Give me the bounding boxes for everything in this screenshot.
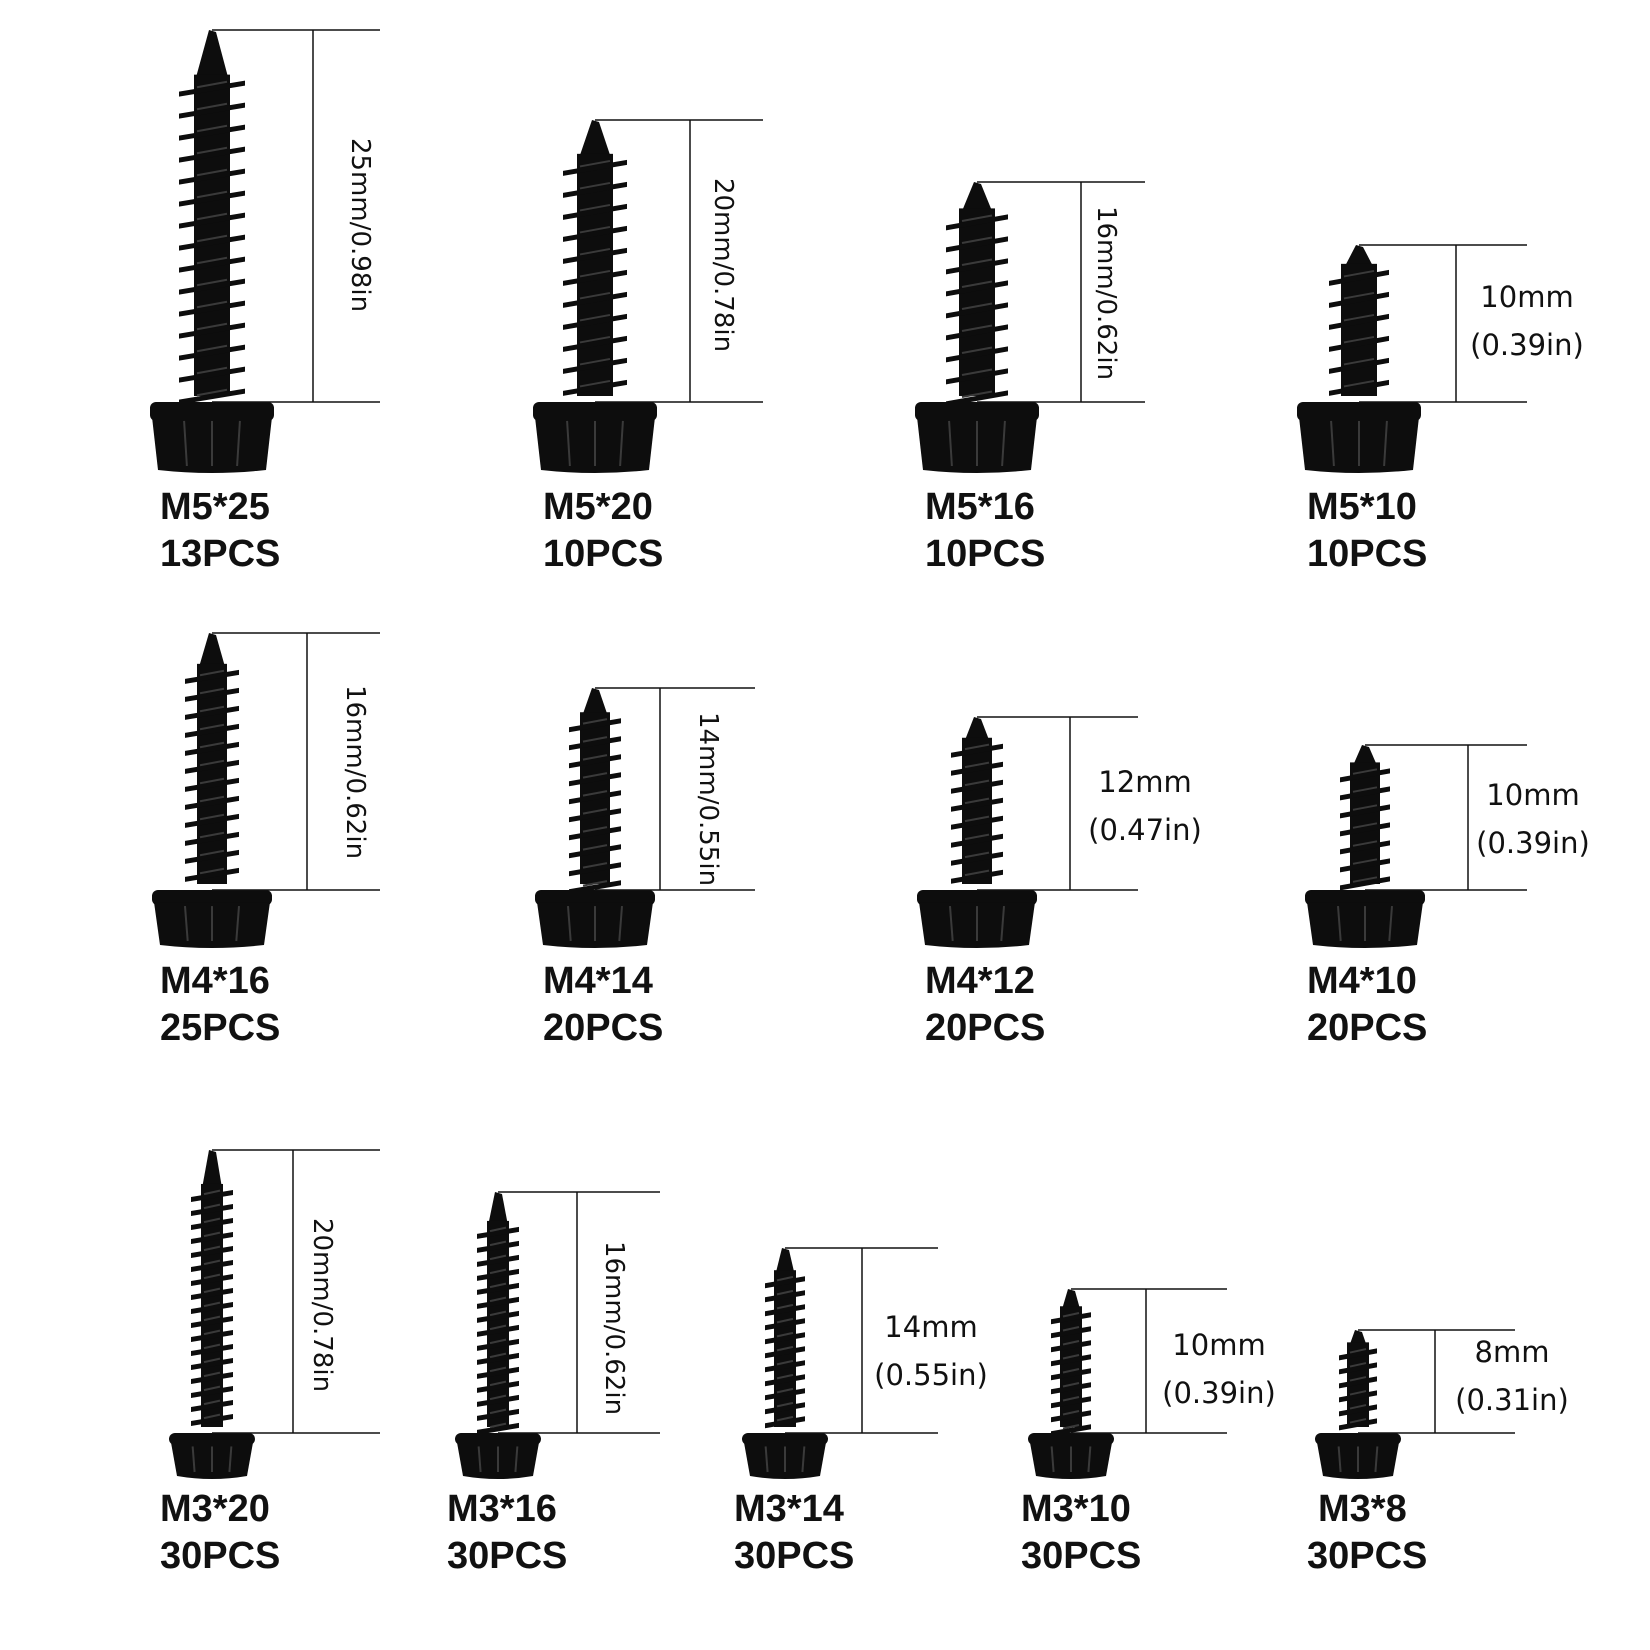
screw-size: M3*20	[160, 1488, 270, 1530]
length-label-m5x20: 20mm/0.78in	[708, 177, 738, 353]
length-label-m5x16: 16mm/0.62in	[1091, 205, 1121, 381]
screw-m5x16	[915, 181, 1145, 473]
screw-label-m4x12: M4*12 20PCS	[925, 958, 1045, 1052]
screw-size: M5*10	[1307, 486, 1417, 528]
length-label-m4x10: 10mm (0.39in)	[1476, 778, 1590, 860]
screw-label-m4x10: M4*10 20PCS	[1307, 958, 1427, 1052]
length-label-m3x14: 14mm (0.55in)	[874, 1310, 988, 1392]
dimension-lines	[212, 29, 380, 403]
dimension-lines	[977, 716, 1138, 891]
screw-quantity: 30PCS	[1021, 1535, 1142, 1577]
screw-label-m4x14: M4*14 20PCS	[543, 958, 663, 1052]
screw-size: M5*16	[925, 486, 1035, 528]
screw-label-m3x8: M3*8 30PCS	[1307, 1486, 1427, 1580]
screw-m3x10	[1028, 1288, 1227, 1479]
screw-m3x8	[1315, 1329, 1515, 1479]
screw-label-m3x10: M3*10 30PCS	[1021, 1486, 1141, 1580]
screw-quantity: 25PCS	[160, 1007, 281, 1049]
screw-label-m3x14: M3*14 30PCS	[734, 1486, 854, 1580]
screw-quantity: 20PCS	[925, 1007, 1046, 1049]
screw-m4x14	[535, 687, 755, 948]
length-label-m3x20: 20mm/0.78in	[307, 1217, 337, 1393]
screw-quantity: 10PCS	[543, 533, 664, 575]
screw-size: M3*16	[447, 1488, 557, 1530]
screw-quantity: 10PCS	[925, 533, 1046, 575]
screw-m4x12	[917, 716, 1138, 948]
screw-size: M5*25	[160, 486, 270, 528]
length-label-m3x16: 16mm/0.62in	[599, 1240, 629, 1416]
screw-m4x16	[152, 632, 380, 948]
screw-size: M4*12	[925, 960, 1035, 1002]
screw-quantity: 30PCS	[1307, 1535, 1428, 1577]
dimension-lines	[785, 1247, 938, 1434]
dimension-lines	[212, 1149, 380, 1434]
screw-label-m5x20: M5*20 10PCS	[543, 484, 663, 578]
length-label-m5x25: 25mm/0.98in	[345, 137, 375, 313]
dimension-lines	[1358, 1329, 1515, 1434]
screw-size: M3*8	[1318, 1488, 1407, 1530]
dimension-lines	[1071, 1288, 1227, 1434]
screw-label-m3x20: M3*20 30PCS	[160, 1486, 280, 1580]
dimension-lines	[595, 687, 755, 891]
dimension-lines	[977, 181, 1145, 403]
screw-quantity: 20PCS	[1307, 1007, 1428, 1049]
screw-m3x16	[455, 1191, 660, 1479]
screw-size: M3*10	[1021, 1488, 1131, 1530]
screw-quantity: 10PCS	[1307, 533, 1428, 575]
dimension-lines	[212, 632, 380, 891]
screw-m3x14	[742, 1247, 938, 1479]
length-label-m4x12: 12mm (0.47in)	[1088, 765, 1202, 847]
screw-size: M4*14	[543, 960, 653, 1002]
length-label-m3x8: 8mm (0.31in)	[1455, 1335, 1569, 1417]
screw-label-m4x16: M4*16 25PCS	[160, 958, 280, 1052]
screw-quantity: 30PCS	[160, 1535, 281, 1577]
length-label-m5x10: 10mm (0.39in)	[1470, 280, 1584, 362]
length-label-m3x10: 10mm (0.39in)	[1162, 1328, 1276, 1410]
screw-label-m5x25: M5*25 13PCS	[160, 484, 280, 578]
screw-m5x25	[150, 29, 380, 473]
screw-m4x10	[1305, 744, 1527, 948]
length-label-m4x14: 14mm/0.55in	[693, 711, 723, 887]
dimension-lines	[595, 119, 763, 403]
screw-quantity: 13PCS	[160, 533, 281, 575]
dimension-lines	[1359, 244, 1527, 403]
screw-label-m5x16: M5*16 10PCS	[925, 484, 1045, 578]
screw-size: M5*20	[543, 486, 653, 528]
screw-size: M3*14	[734, 1488, 844, 1530]
screw-label-m5x10: M5*10 10PCS	[1307, 484, 1427, 578]
screw-m5x10	[1297, 244, 1527, 473]
screw-quantity: 20PCS	[543, 1007, 664, 1049]
screw-label-m3x16: M3*16 30PCS	[447, 1486, 567, 1580]
screw-size: M4*10	[1307, 960, 1417, 1002]
dimension-lines	[1365, 744, 1527, 891]
screw-m5x20	[533, 119, 763, 473]
screw-m3x20	[169, 1149, 380, 1479]
length-label-m4x16: 16mm/0.62in	[340, 684, 370, 860]
dimension-lines	[498, 1191, 660, 1434]
screw-size: M4*16	[160, 960, 270, 1002]
screw-quantity: 30PCS	[734, 1535, 855, 1577]
screw-quantity: 30PCS	[447, 1535, 568, 1577]
